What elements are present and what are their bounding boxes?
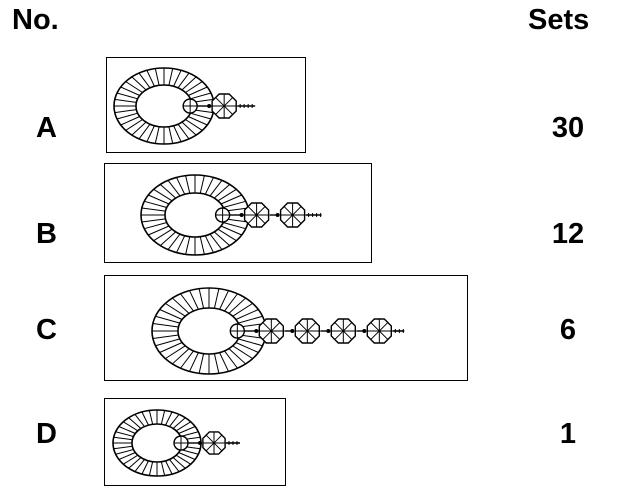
ring-rosette bbox=[113, 67, 215, 145]
chain-dot bbox=[326, 329, 331, 333]
chain-dot bbox=[239, 213, 244, 217]
octagon-bead bbox=[211, 93, 237, 119]
connector-bead bbox=[182, 98, 198, 114]
row-label-d: D bbox=[36, 418, 57, 450]
connector-bead bbox=[229, 323, 246, 339]
octagon-bead bbox=[366, 318, 392, 344]
chain-dot bbox=[362, 329, 367, 333]
garland-b-drawing bbox=[140, 174, 322, 256]
octagon-bead bbox=[279, 202, 306, 228]
row-label-a: A bbox=[36, 112, 57, 144]
chain-dot bbox=[198, 441, 202, 445]
garland-c-drawing bbox=[151, 287, 405, 375]
octagon-bead bbox=[258, 318, 285, 344]
connector-bead bbox=[173, 435, 189, 451]
octagon-bead bbox=[330, 318, 357, 344]
chain-dot bbox=[290, 329, 295, 333]
sets-value-d: 1 bbox=[559, 418, 577, 450]
chain-dot bbox=[254, 329, 259, 333]
sets-value-c: 6 bbox=[559, 314, 577, 346]
octagon-bead bbox=[202, 431, 226, 455]
garland-d-drawing bbox=[112, 409, 240, 477]
row-label-c: C bbox=[36, 314, 57, 346]
chain-dot bbox=[275, 213, 280, 217]
chain-dot bbox=[207, 104, 212, 108]
row-label-b: B bbox=[36, 218, 57, 250]
connector-bead bbox=[214, 207, 231, 223]
garland-frame-d bbox=[104, 398, 286, 486]
sets-column-header: Sets bbox=[528, 4, 590, 36]
octagon-bead bbox=[243, 202, 270, 228]
garland-a-drawing bbox=[113, 67, 256, 145]
ring-rosette bbox=[140, 174, 250, 256]
sets-value-b: 12 bbox=[551, 218, 585, 250]
sets-value-a: 30 bbox=[551, 112, 585, 144]
no-column-header: No. bbox=[12, 4, 59, 36]
octagon-bead bbox=[294, 318, 321, 344]
ring-rosette bbox=[112, 409, 202, 477]
garland-frame-c bbox=[104, 275, 468, 381]
garland-frame-b bbox=[104, 163, 372, 263]
garland-frame-a bbox=[106, 57, 306, 153]
